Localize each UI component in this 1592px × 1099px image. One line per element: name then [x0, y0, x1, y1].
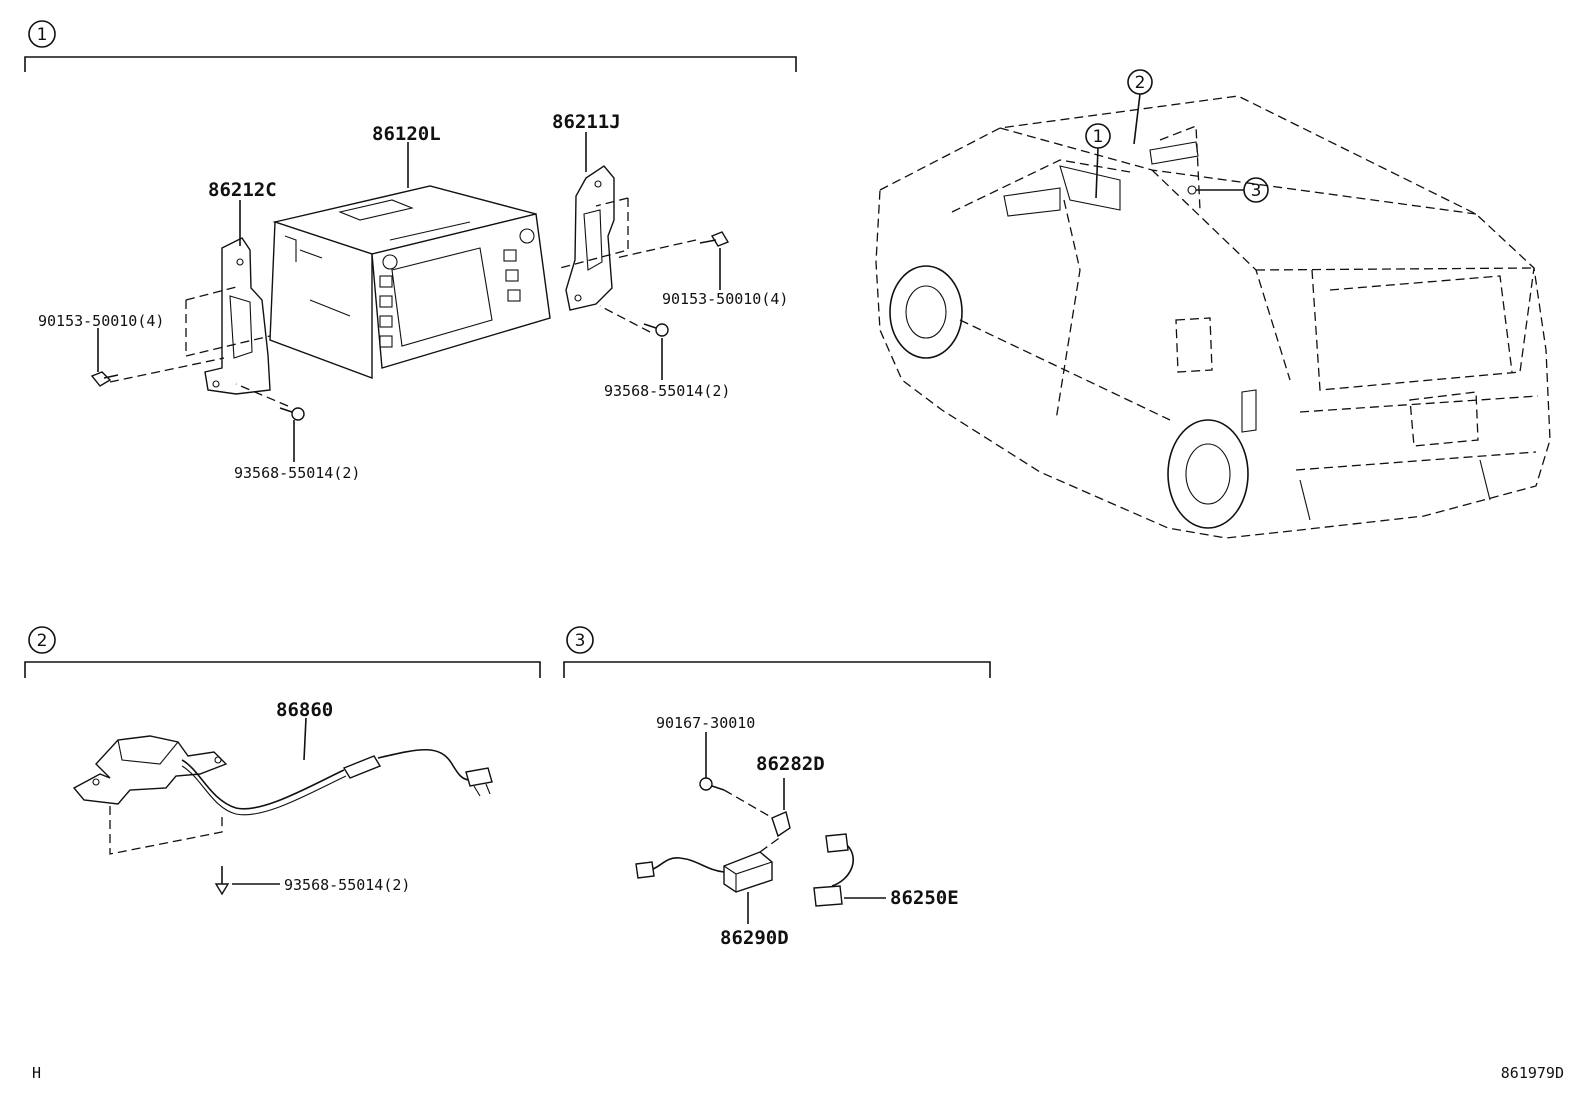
svg-text:2: 2: [37, 631, 48, 651]
screw-icon[interactable]: [279, 407, 305, 421]
label-86290D: 86290D: [720, 927, 789, 949]
screw-icon[interactable]: [643, 323, 669, 337]
group-3: 3 90167-30010 86282D 86250E 8: [563, 626, 991, 949]
group-1-bracket: [24, 56, 797, 72]
vehicle-outline: 1 2 3: [875, 69, 1551, 539]
locator-callout-2[interactable]: 2: [1127, 69, 1153, 95]
label-93568-right: 93568-55014(2): [604, 382, 730, 400]
label-90153-left: 90153-50010(4): [38, 312, 164, 330]
bracket-86211J[interactable]: [565, 165, 615, 311]
svg-text:3: 3: [1251, 181, 1262, 201]
group-2-bracket: [24, 661, 541, 678]
module-86290D[interactable]: [635, 851, 773, 893]
label-93568-left: 93568-55014(2): [234, 464, 360, 482]
footer-code: H: [32, 1064, 41, 1082]
radio-unit-86120L[interactable]: [269, 185, 551, 380]
label-86212C: 86212C: [208, 179, 277, 201]
group-2-callout[interactable]: 2: [28, 626, 56, 654]
svg-text:1: 1: [37, 25, 48, 45]
group-1-callout[interactable]: 1: [28, 20, 56, 48]
group-1: 1: [24, 20, 797, 482]
bolt-icon[interactable]: [699, 777, 725, 791]
locator-callout-3[interactable]: 3: [1243, 177, 1269, 203]
locator-callout-1[interactable]: 1: [1085, 123, 1111, 149]
screw-icon[interactable]: [214, 866, 230, 896]
label-90153-right: 90153-50010(4): [662, 290, 788, 308]
bracket-86282D[interactable]: [771, 811, 791, 838]
antenna-amp-86860[interactable]: [72, 735, 493, 816]
svg-text:2: 2: [1135, 73, 1146, 93]
label-90167: 90167-30010: [656, 714, 755, 732]
label-86282D: 86282D: [756, 753, 825, 775]
svg-text:3: 3: [575, 631, 586, 651]
bracket-86212C[interactable]: [204, 237, 271, 395]
bolt-icon[interactable]: [699, 231, 730, 247]
group-3-callout[interactable]: 3: [566, 626, 594, 654]
label-86120L: 86120L: [372, 123, 441, 145]
bolt-icon[interactable]: [90, 371, 119, 387]
label-86860: 86860: [276, 699, 333, 721]
label-86211J: 86211J: [552, 111, 621, 133]
diagram-id: 861979D: [1501, 1064, 1564, 1082]
group-3-bracket: [563, 661, 991, 678]
group-2: 2 86860 93568-55014(2): [24, 626, 541, 896]
label-86250E: 86250E: [890, 887, 959, 909]
svg-text:1: 1: [1093, 127, 1104, 147]
cord-86250E[interactable]: [813, 833, 854, 907]
label-93568-g2: 93568-55014(2): [284, 876, 410, 894]
